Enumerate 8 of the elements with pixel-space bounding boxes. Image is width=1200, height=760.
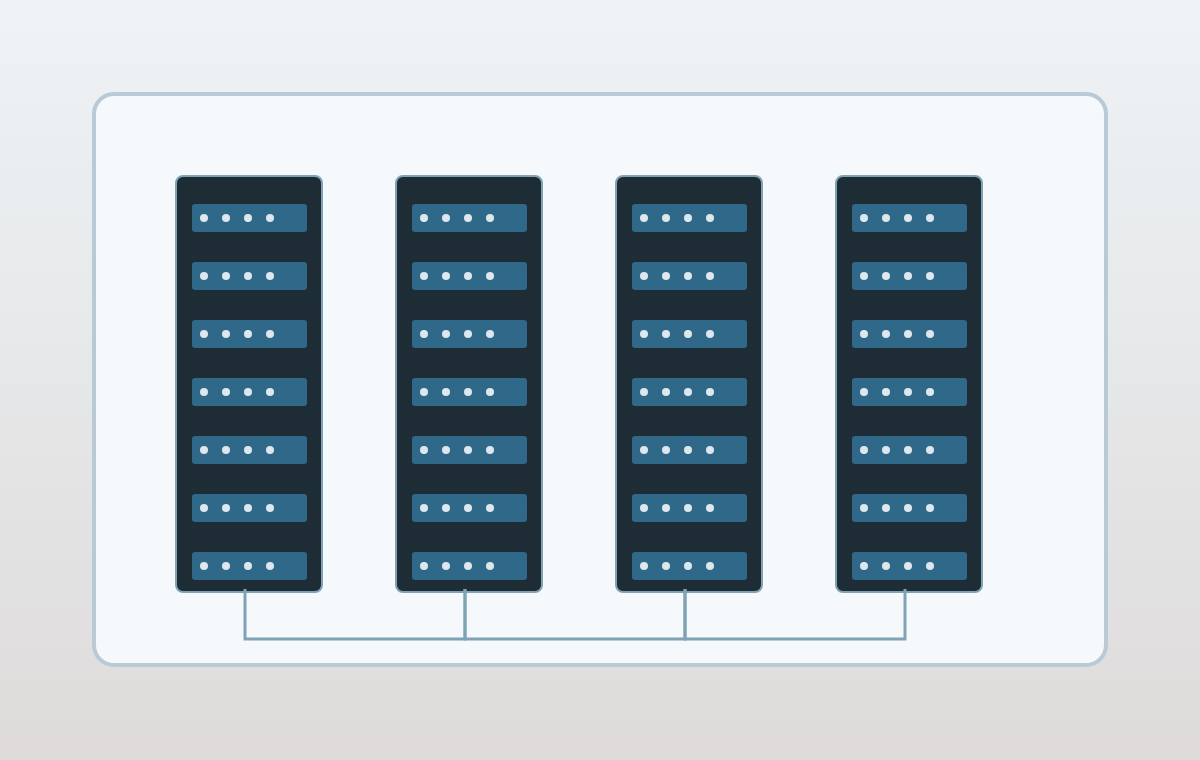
- connector-line: [683, 589, 907, 641]
- server-rack: [395, 175, 543, 593]
- connector-line: [243, 589, 467, 641]
- server-rack: [835, 175, 983, 593]
- server-rack: [175, 175, 323, 593]
- connector-line: [463, 589, 687, 641]
- server-rack: [615, 175, 763, 593]
- panel-background: [92, 92, 1108, 667]
